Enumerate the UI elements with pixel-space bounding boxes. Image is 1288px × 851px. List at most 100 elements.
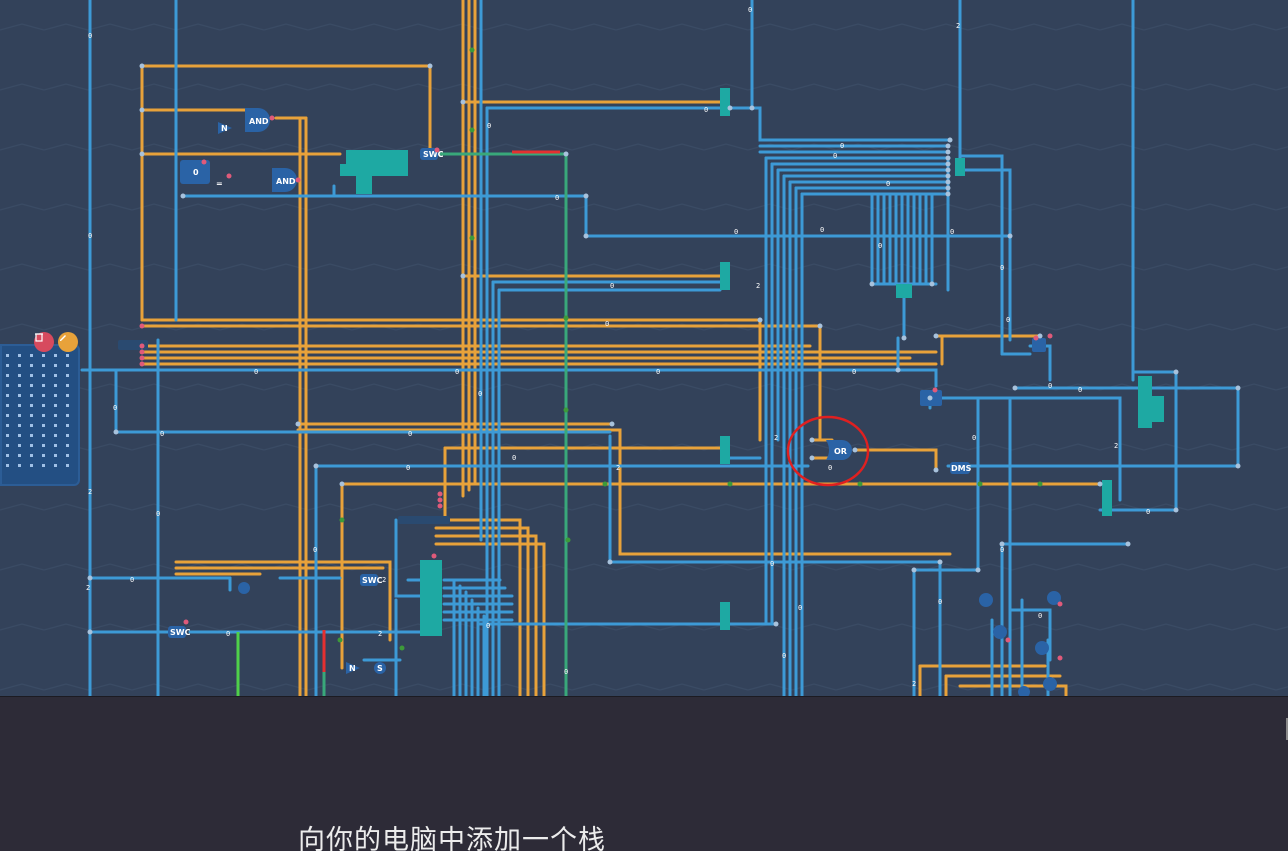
gate-cluster-6[interactable]	[1018, 686, 1030, 696]
stack-header	[398, 516, 450, 524]
not-gate-1[interactable]	[218, 122, 232, 134]
svg-text:2: 2	[774, 434, 778, 442]
svg-text:2: 2	[756, 282, 760, 290]
svg-text:2: 2	[86, 584, 90, 592]
svg-text:0: 0	[478, 390, 482, 398]
svg-text:0: 0	[408, 430, 412, 438]
svg-text:0: 0	[770, 560, 774, 568]
output-pins	[139, 115, 1063, 661]
gate-cluster-3[interactable]	[1047, 591, 1061, 605]
svg-text:0: 0	[610, 282, 614, 290]
connection-marks	[337, 47, 1043, 651]
svg-text:0: 0	[156, 510, 160, 518]
svg-text:0: 0	[748, 6, 752, 14]
svg-text:0: 0	[555, 194, 559, 202]
not-label-1: N	[221, 124, 228, 133]
not-label-2: N	[349, 664, 356, 673]
svg-text:2: 2	[1114, 442, 1118, 450]
svg-text:0: 0	[313, 546, 317, 554]
small-gate-1[interactable]	[238, 582, 250, 594]
svg-text:0: 0	[1000, 546, 1004, 554]
memory-viewer-panel[interactable]	[0, 344, 80, 486]
constant-value: 0	[193, 168, 199, 177]
delete-button[interactable]	[34, 332, 54, 352]
gate-cluster-1[interactable]	[979, 593, 993, 607]
svg-text:2: 2	[956, 22, 960, 30]
svg-text:2: 2	[88, 488, 92, 496]
svg-text:0: 0	[406, 464, 410, 472]
svg-text:2: 2	[378, 630, 382, 638]
or-gate[interactable]	[826, 440, 852, 460]
circuit-diagram: SWC AND AND N 0 =	[0, 0, 1288, 696]
dms-label: DMS	[951, 464, 972, 473]
swc-label-1: SWC	[423, 150, 444, 159]
dms-component[interactable]	[950, 462, 970, 474]
svg-text:0: 0	[455, 368, 459, 376]
swc-label-2: SWC	[362, 576, 383, 585]
scrollbar-handle[interactable]	[1286, 718, 1288, 740]
splitter-4[interactable]	[720, 602, 730, 630]
svg-text:0: 0	[798, 604, 802, 612]
svg-text:0: 0	[782, 652, 786, 660]
edit-button[interactable]	[58, 332, 78, 352]
svg-text:0: 0	[88, 232, 92, 240]
svg-text:0: 0	[886, 180, 890, 188]
or-label: OR	[834, 447, 847, 456]
gate-cluster-5[interactable]	[1043, 677, 1057, 691]
stack-gate[interactable]	[374, 662, 386, 674]
svg-text:0: 0	[1078, 386, 1082, 394]
svg-text:0: 0	[113, 404, 117, 412]
splitter-2[interactable]	[720, 262, 730, 290]
svg-text:0: 0	[704, 106, 708, 114]
and-label-bottom: AND	[276, 177, 296, 186]
swc-component-3[interactable]	[168, 626, 186, 638]
connector-block[interactable]	[1032, 338, 1046, 352]
svg-text:2: 2	[616, 464, 620, 472]
svg-text:0: 0	[487, 122, 491, 130]
alu-component[interactable]	[1138, 376, 1164, 428]
swc-component[interactable]	[420, 148, 438, 160]
svg-text:0: 0	[878, 242, 882, 250]
svg-text:0: 0	[254, 368, 258, 376]
splitter-5[interactable]	[955, 158, 965, 176]
svg-text:0: 0	[972, 434, 976, 442]
splitter-7[interactable]	[1102, 480, 1112, 516]
and-gate-bottom[interactable]	[272, 168, 297, 192]
svg-text:0: 0	[820, 226, 824, 234]
gate-cluster-2[interactable]	[993, 625, 1007, 639]
svg-text:0: 0	[840, 142, 844, 150]
svg-text:0: 0	[130, 576, 134, 584]
svg-text:0: 0	[1000, 264, 1004, 272]
swc-label-3: SWC	[170, 628, 191, 637]
svg-text:2: 2	[912, 680, 916, 688]
highlight-circle	[786, 415, 870, 487]
equal-label: =	[216, 179, 223, 188]
subtitle-caption: 向你的电脑中添加一个栈	[298, 825, 606, 851]
splitter-3[interactable]	[720, 436, 730, 464]
svg-text:0: 0	[833, 152, 837, 160]
wire-value-labels: 0 0 2 0 0 0 0 0 0 0 0 0 0 0 0 2 0 0 0 0	[86, 6, 1150, 688]
stack-component[interactable]	[420, 560, 442, 636]
circuit-canvas[interactable]: SWC AND AND N 0 =	[0, 0, 1288, 696]
svg-text:0: 0	[564, 668, 568, 676]
svg-text:0: 0	[1146, 508, 1150, 516]
splitter-6[interactable]	[896, 284, 912, 298]
svg-text:0: 0	[486, 622, 490, 630]
memory-grid	[6, 354, 69, 467]
svg-text:0: 0	[512, 454, 516, 462]
swc-component-2[interactable]	[360, 574, 378, 586]
svg-text:0: 0	[1038, 612, 1042, 620]
svg-text:0: 0	[1048, 382, 1052, 390]
svg-text:0: 0	[950, 228, 954, 236]
orange-wires	[140, 0, 1102, 696]
svg-text:0: 0	[828, 464, 832, 472]
not-gate-2[interactable]	[346, 662, 360, 674]
and-gate-top[interactable]	[245, 108, 270, 132]
constant-component[interactable]	[180, 160, 210, 184]
gate-cluster-4[interactable]	[1035, 641, 1049, 655]
and-label-top: AND	[249, 117, 269, 126]
register-component[interactable]	[340, 150, 408, 194]
splitter-1[interactable]	[720, 88, 730, 116]
svg-text:0: 0	[88, 32, 92, 40]
